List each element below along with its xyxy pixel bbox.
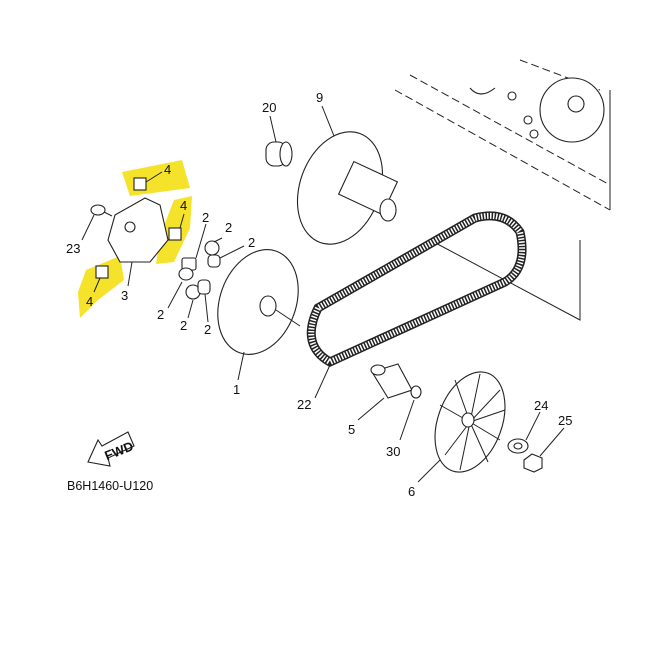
callout-2: 2 [202,210,209,225]
callout-20: 20 [262,100,276,115]
fwd-arrow-icon: FWD [87,431,135,467]
callout-3: 3 [121,288,128,303]
callout-23: 23 [66,241,80,256]
callout-6: 6 [408,484,415,499]
callout-30: 30 [386,444,400,459]
crankcase-outline [394,59,611,321]
part-5-collar [357,363,413,421]
part-1-sheave [217,249,301,381]
part-9-sheave [296,105,399,245]
callout-24: 24 [534,398,548,413]
callout-2: 2 [180,318,187,333]
callout-1: 1 [233,382,240,397]
callout-labels: 20 9 4 4 4 23 3 2 2 2 2 2 2 1 22 5 30 24… [66,90,572,499]
callout-4: 4 [180,198,187,213]
part-20-collar [265,115,293,167]
callout-2: 2 [157,307,164,322]
part-3-cam-plate [81,197,169,287]
callout-22: 22 [297,397,311,412]
part-4-sliders [93,171,185,293]
callout-2: 2 [248,235,255,250]
part-25-nut [523,427,565,473]
callout-25: 25 [558,413,572,428]
callout-2: 2 [225,220,232,235]
part-6-fan-sheave [417,371,506,483]
fwd-label: FWD [102,438,135,463]
part-24-washer [507,411,541,454]
callout-5: 5 [348,422,355,437]
callout-4: 4 [164,162,171,177]
diagram-code: B6H1460-U120 [67,479,153,493]
callout-2: 2 [204,322,211,337]
callout-9: 9 [316,90,323,105]
part-22-belt [306,211,527,399]
callout-4: 4 [86,294,93,309]
part-2-rollers [167,223,245,323]
part-30-washer [399,385,422,441]
